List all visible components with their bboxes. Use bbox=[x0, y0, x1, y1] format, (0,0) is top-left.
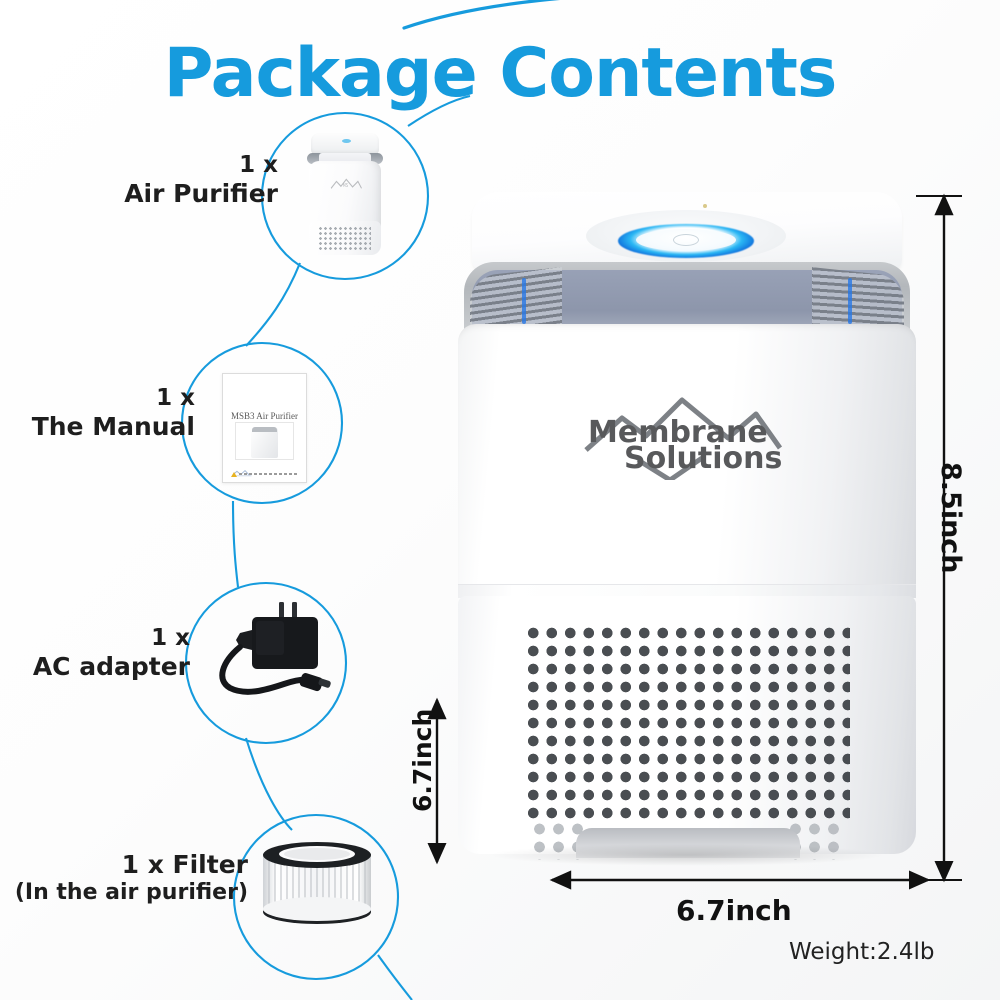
adapter-dc-connector bbox=[299, 673, 323, 692]
page-title: Package Contents bbox=[163, 34, 838, 113]
label-air-purifier: 1 x Air Purifier bbox=[124, 152, 278, 209]
thumb-air-outlet bbox=[307, 153, 383, 165]
product-upper-body bbox=[458, 324, 916, 592]
label-ac-adapter-name: AC adapter bbox=[32, 652, 190, 682]
label-filter: 1 x Filter (In the air purifier) bbox=[15, 850, 248, 905]
thumb-power-led bbox=[341, 138, 352, 144]
filter-pleat-lines bbox=[268, 854, 366, 913]
product-base-notch bbox=[576, 828, 800, 858]
width-dimension-label: 6.7inch bbox=[676, 894, 792, 927]
air-outlet-blue-accent-left bbox=[522, 278, 526, 324]
link-purifier-manual bbox=[245, 262, 301, 347]
label-manual-qty: 1 x bbox=[156, 385, 195, 411]
circle-filter bbox=[232, 813, 400, 981]
thumb-body bbox=[309, 160, 381, 232]
filter-thumbnail bbox=[256, 838, 378, 930]
thumb-perforation-grid bbox=[317, 226, 371, 251]
product-top-speck bbox=[703, 204, 707, 208]
label-manual-name: The Manual bbox=[31, 412, 195, 442]
link-adapter-filter bbox=[244, 737, 293, 831]
air-purifier-thumbnail: MS bbox=[305, 133, 385, 259]
circle-manual bbox=[180, 341, 344, 505]
label-air-purifier-qty: 1 x bbox=[239, 152, 278, 178]
adapter-plug-prongs bbox=[279, 602, 297, 619]
weight-label: Weight:2.4lb bbox=[789, 939, 935, 965]
manual-cover-title: MSB3 Air Purifier bbox=[230, 410, 298, 421]
product-body-seam bbox=[458, 584, 916, 598]
ac-adapter-thumbnail bbox=[200, 600, 340, 726]
link-filter-down bbox=[377, 954, 413, 1000]
warning-triangle-icon bbox=[231, 471, 238, 477]
label-filter-qty: 1 x Filter bbox=[121, 850, 248, 879]
air-outlet-blue-accent-right bbox=[848, 278, 852, 324]
circle-air-purifier bbox=[260, 111, 430, 281]
label-filter-name: (In the air purifier) bbox=[14, 879, 248, 905]
link-manual-adapter bbox=[231, 500, 240, 588]
adapter-cable bbox=[219, 644, 313, 695]
thumb-brand-logo: MS bbox=[323, 178, 368, 193]
manual-device-illustration bbox=[250, 426, 279, 458]
warning-text-placeholder bbox=[239, 473, 300, 476]
label-air-purifier-name: Air Purifier bbox=[124, 179, 278, 209]
manual-thumbnail: MSB3 Air Purifier bbox=[222, 373, 307, 483]
product-ground-shadow bbox=[488, 844, 886, 866]
circle-ac-adapter bbox=[184, 581, 348, 745]
manual-warning-note bbox=[231, 471, 300, 477]
logo-text-line-2: Solutions bbox=[624, 441, 782, 476]
svg-text:MS: MS bbox=[342, 183, 347, 190]
product-air-intake-perforations bbox=[524, 624, 850, 824]
height-dimension-label: 8.5inch bbox=[935, 462, 966, 574]
label-manual: 1 x The Manual bbox=[32, 385, 195, 442]
product-brand-logo: Membrane Solutions bbox=[578, 388, 788, 483]
main-air-purifier-product: Membrane Solutions bbox=[458, 192, 916, 868]
power-icon bbox=[673, 234, 699, 246]
manual-brand-logo bbox=[231, 464, 253, 477]
depth-dimension-label: 6.7inch bbox=[408, 708, 437, 812]
label-ac-adapter-qty: 1 x bbox=[151, 625, 190, 651]
logo-text-line-1: Membrane bbox=[588, 415, 768, 450]
manual-cover-image bbox=[234, 421, 295, 461]
label-ac-adapter: 1 x AC adapter bbox=[33, 625, 190, 682]
title-swoosh-decoration bbox=[402, 0, 561, 30]
thumb-lid bbox=[311, 133, 379, 155]
logo-mountain-mark bbox=[584, 397, 783, 452]
link-purifier-callout bbox=[407, 94, 471, 127]
